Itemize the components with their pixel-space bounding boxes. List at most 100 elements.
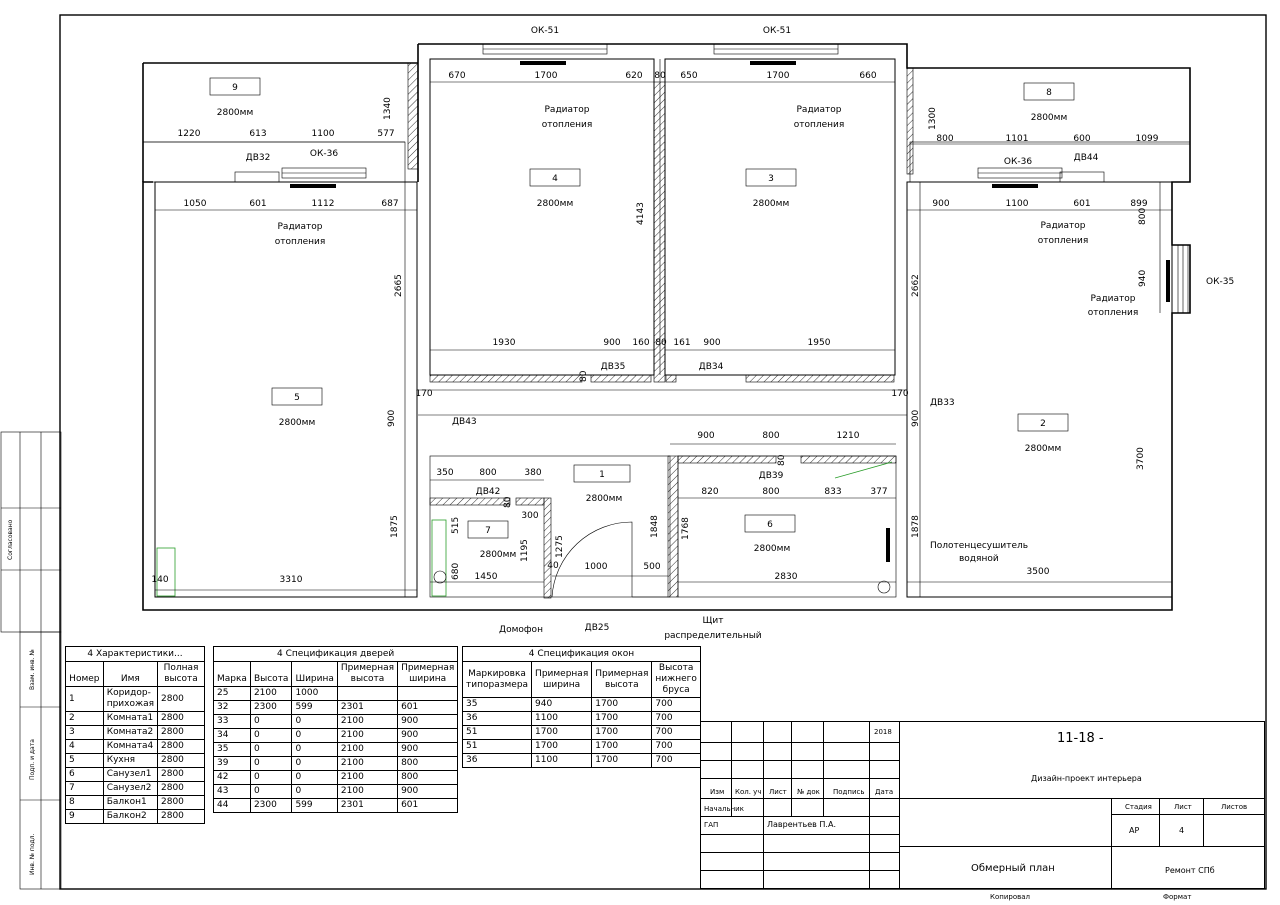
- title-block: 2018 11-18 - Дизайн-проект интерьера Изм…: [700, 721, 1265, 889]
- doors-table-row-cell: 32: [213, 700, 251, 715]
- doors-table-row-cell: 900: [397, 784, 459, 799]
- dim: 1340: [383, 97, 393, 120]
- windows-table-row-cell: 1100: [531, 753, 593, 768]
- room-3-height: 2800мм: [753, 199, 789, 209]
- dim: 2830: [775, 572, 798, 582]
- stamp-year: 2018: [874, 728, 892, 736]
- stamp-drawing-title: Обмерный план: [971, 863, 1055, 874]
- room-1-height: 2800мм: [586, 494, 622, 504]
- rooms-table-row-cell: 2800: [157, 725, 205, 740]
- room-5-height: 2800мм: [279, 418, 315, 428]
- dim: 377: [870, 487, 887, 497]
- windows-table: 4 Спецификация окон Маркировка типоразме…: [461, 646, 701, 768]
- label-dv43: ДВ43: [452, 417, 477, 427]
- windows-header-sill: Высота нижнего бруса: [651, 661, 701, 698]
- dim: 1275: [555, 535, 565, 558]
- stamp-organization: Ремонт СПб: [1165, 866, 1215, 875]
- dim: 1450: [475, 572, 498, 582]
- dim: 1100: [1006, 199, 1029, 209]
- windows-table-row-cell: 1700: [591, 711, 653, 726]
- dim: 1100: [312, 129, 335, 139]
- label-ok36-a: ОК-36: [310, 149, 338, 159]
- dim: 833: [824, 487, 841, 497]
- windows-table-row-cell: 940: [531, 697, 593, 712]
- rooms-table-row-cell: Кухня: [102, 753, 159, 768]
- dim: 170: [891, 389, 908, 399]
- windows-table-row-cell: 1700: [591, 697, 653, 712]
- rooms-table-row-cell: Комната4: [102, 739, 159, 754]
- label-radiator-3-b: отопления: [275, 237, 326, 247]
- label-radiator-3: Радиатор: [278, 222, 323, 232]
- rooms-table-row-cell: 4: [65, 739, 104, 754]
- doors-table-row-cell: 2100: [336, 770, 399, 785]
- doors-table-row-cell: 2100: [336, 742, 399, 757]
- stamp-sheet-header: Лист: [1174, 803, 1192, 811]
- dim: 800: [762, 487, 779, 497]
- doors-table-row-cell: 0: [249, 784, 293, 799]
- label-panel-b: распределительный: [664, 631, 761, 641]
- room-9-height: 2800мм: [217, 108, 253, 118]
- rooms-table-row-cell: 2: [65, 711, 104, 726]
- doors-table-row-cell: 0: [291, 784, 338, 799]
- dim: 800: [936, 134, 953, 144]
- dim: 161: [673, 338, 690, 348]
- dim: 80: [655, 338, 667, 348]
- rooms-table-row-cell: 2800: [157, 809, 205, 824]
- side-label-agreed: Согласовано: [7, 519, 14, 560]
- dim: 600: [1073, 134, 1090, 144]
- stamp-sheets-header: Листов: [1221, 803, 1248, 811]
- label-ok51-b: ОК-51: [763, 26, 791, 36]
- doors-table-row-cell: 900: [397, 714, 459, 729]
- room-6-height: 2800мм: [754, 544, 790, 554]
- dim: 601: [1073, 199, 1090, 209]
- rooms-table-row-cell: Балкон2: [102, 809, 159, 824]
- label-dv33: ДВ33: [930, 398, 955, 408]
- dim: 820: [701, 487, 718, 497]
- doors-table-row-cell: 2301: [336, 700, 399, 715]
- doors-header-approx-width: Примерная ширина: [397, 661, 459, 687]
- dim: 1099: [1136, 134, 1159, 144]
- entrance-door-swing: [551, 521, 633, 598]
- dim: 160: [632, 338, 649, 348]
- label-radiator-5-b: отопления: [1088, 308, 1139, 318]
- fixture-drain-1: [433, 570, 447, 584]
- label-towel-dryer: Полотенцесушитель: [930, 541, 1028, 551]
- stamp-stage-header: Стадия: [1125, 803, 1152, 811]
- rooms-table-title: 4 Характеристики...: [65, 646, 205, 661]
- label-radiator-2: Радиатор: [797, 105, 842, 115]
- room-5-id: 5: [294, 393, 300, 403]
- dim: 687: [381, 199, 398, 209]
- doors-table-row-cell: 1000: [291, 686, 338, 701]
- dim: 613: [249, 129, 266, 139]
- rooms-header-name: Имя: [102, 661, 159, 687]
- doors-table-row-cell: 2300: [249, 700, 293, 715]
- dim: 940: [1138, 270, 1148, 287]
- dim: 577: [377, 129, 394, 139]
- windows-header-type: Маркировка типоразмера: [461, 661, 533, 698]
- rooms-table-row-cell: 1: [65, 686, 104, 712]
- dim: 800: [479, 468, 496, 478]
- fixture-green-3: [834, 461, 893, 479]
- doors-header-height: Высота: [249, 661, 293, 687]
- rooms-table-row-cell: 2800: [157, 711, 205, 726]
- stamp-col-change: Изм: [710, 788, 725, 796]
- stamp-project: Дизайн-проект интерьера: [1031, 774, 1142, 783]
- dim: 40: [547, 561, 559, 571]
- stamp-col-date: Дата: [875, 788, 894, 796]
- windows-table-title: 4 Спецификация окон: [462, 646, 701, 661]
- dim: 1300: [928, 107, 938, 130]
- dim: 900: [932, 199, 949, 209]
- dim: 140: [151, 575, 168, 585]
- doors-table-row-cell: 0: [249, 714, 293, 729]
- radiators: [290, 61, 1170, 562]
- room-8-height: 2800мм: [1031, 113, 1067, 123]
- doors-table-row-cell: 35: [213, 742, 251, 757]
- label-radiator-1-b: отопления: [542, 120, 593, 130]
- doors-table-row-cell: 800: [397, 756, 459, 771]
- dim: 170: [415, 389, 432, 399]
- dim: 800: [1138, 208, 1148, 225]
